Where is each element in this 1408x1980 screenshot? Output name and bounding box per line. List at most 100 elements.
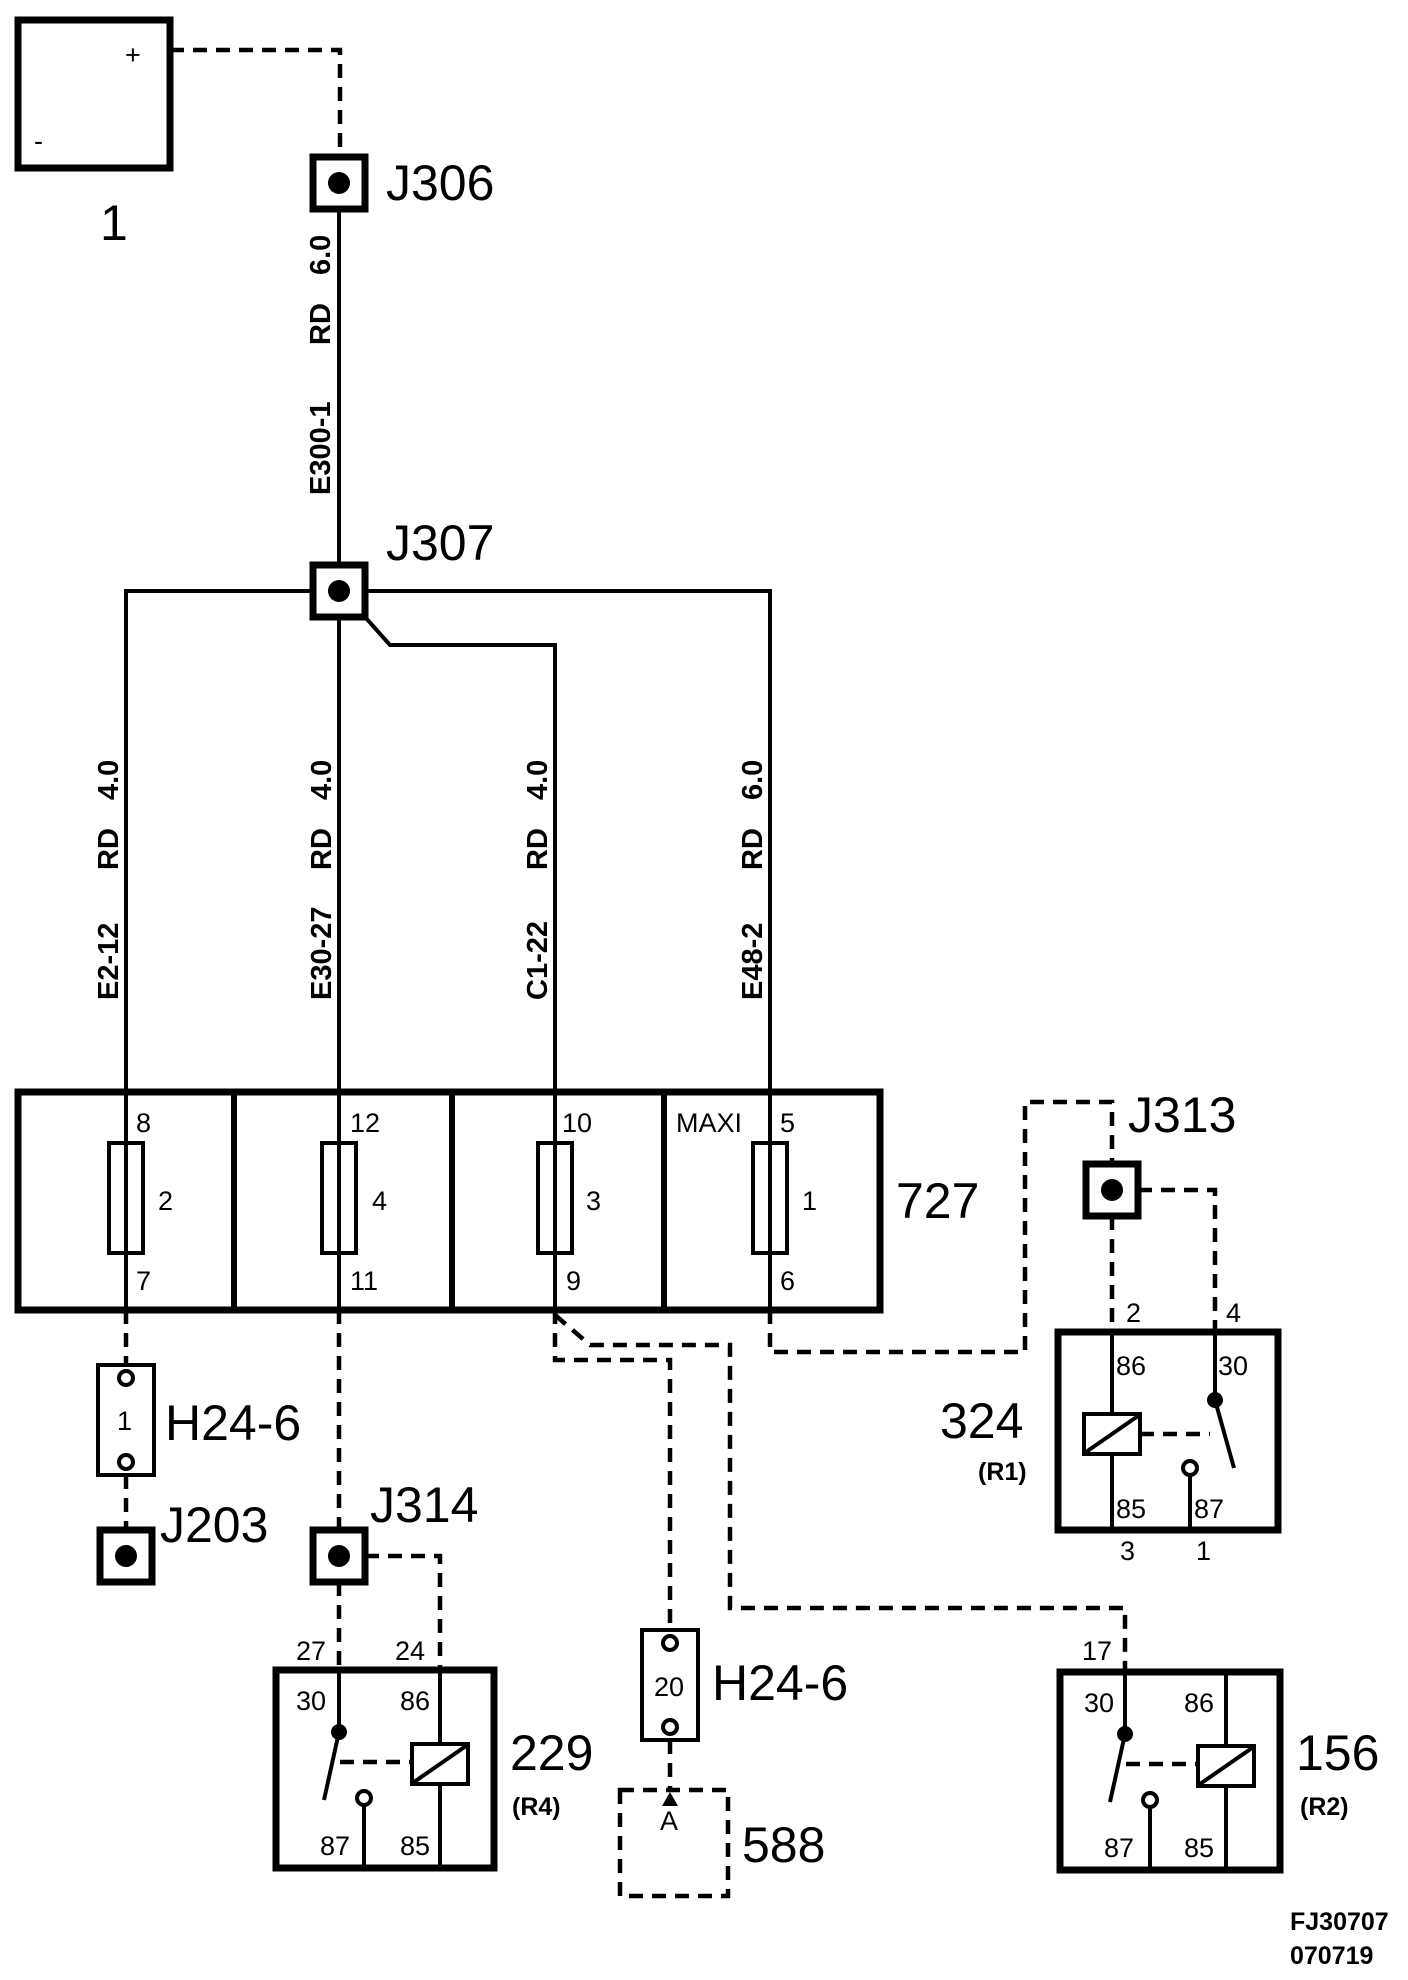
- relay-156-label: 156: [1296, 1725, 1379, 1781]
- relay-156: 17 30 86 87 85 156 (R2): [1056, 1636, 1379, 1874]
- svg-text:3: 3: [586, 1186, 601, 1216]
- connector-h24-6-mid: 20 H24-6: [640, 1628, 848, 1742]
- fuse-box-label: 727: [896, 1173, 979, 1229]
- wire-j314-229-86: [365, 1553, 443, 1670]
- battery-minus: -: [34, 126, 43, 156]
- wire-fuse1-j313: [767, 1099, 1115, 1355]
- relay-156-sub: (R2): [1300, 1793, 1349, 1821]
- junction-j203: J203: [96, 1497, 268, 1586]
- connector-h24-mid-label: H24-6: [712, 1655, 848, 1711]
- svg-text:86: 86: [400, 1686, 430, 1716]
- svg-text:1: 1: [1196, 1536, 1211, 1566]
- relay-324-sub: (R1): [978, 1458, 1027, 1486]
- svg-text:30: 30: [1084, 1688, 1114, 1718]
- svg-text:E2-12: E2-12: [93, 923, 125, 1000]
- wire-c1-22-label: C1-22 RD 4.0: [522, 760, 554, 1000]
- svg-text:11: 11: [350, 1266, 378, 1296]
- svg-text:E30-27: E30-27: [306, 906, 338, 1000]
- relay-324: 2 4 86 30 85 87 3 1 324 (R1): [940, 1298, 1282, 1566]
- junction-j313: J313: [1082, 1087, 1236, 1220]
- reference-code: FJ30707: [1290, 1908, 1389, 1936]
- junction-j313-label: J313: [1128, 1087, 1236, 1143]
- svg-text:87: 87: [1194, 1494, 1224, 1524]
- wire-fuse3-156: [553, 1313, 1128, 1670]
- svg-text:1: 1: [117, 1406, 132, 1436]
- svg-text:85: 85: [1116, 1494, 1146, 1524]
- svg-text:4: 4: [1226, 1298, 1241, 1328]
- wire-c1-22: [363, 615, 557, 1090]
- svg-text:12: 12: [350, 1108, 380, 1138]
- svg-text:3: 3: [1120, 1536, 1135, 1566]
- junction-j307-label: J307: [386, 515, 494, 571]
- svg-text:6.0: 6.0: [737, 760, 769, 800]
- wire-main-label: E300-1 RD 6.0: [305, 235, 337, 495]
- svg-text:6.0: 6.0: [305, 235, 337, 275]
- svg-text:4.0: 4.0: [306, 760, 338, 800]
- svg-text:20: 20: [654, 1672, 684, 1702]
- wire-battery-j306: [170, 47, 343, 158]
- svg-text:RD: RD: [93, 828, 125, 870]
- svg-text:RD: RD: [306, 828, 338, 870]
- svg-text:30: 30: [1218, 1351, 1248, 1381]
- wire-e2-12: [124, 589, 313, 1090]
- svg-text:E300-1: E300-1: [305, 401, 337, 495]
- svg-text:86: 86: [1184, 1688, 1214, 1718]
- fuse-4: 12 11 4: [320, 1092, 387, 1310]
- battery-label: 1: [100, 195, 128, 251]
- component-588: A 588: [617, 1787, 825, 1899]
- wire-e2-12-label: E2-12 RD 4.0: [93, 760, 125, 1000]
- relay-324-label: 324: [940, 1393, 1023, 1449]
- junction-j306-label: J306: [386, 155, 494, 211]
- svg-text:A: A: [660, 1806, 678, 1836]
- svg-text:4.0: 4.0: [93, 760, 125, 800]
- junction-j203-label: J203: [160, 1497, 268, 1553]
- svg-text:7: 7: [136, 1266, 151, 1296]
- wire-e48-2: [365, 589, 772, 1090]
- svg-text:4.0: 4.0: [522, 760, 554, 800]
- maxi-label: MAXI: [676, 1108, 742, 1138]
- svg-text:2: 2: [1126, 1298, 1141, 1328]
- svg-text:85: 85: [1184, 1833, 1214, 1863]
- wire-e30-27-label: E30-27 RD 4.0: [306, 760, 338, 1000]
- svg-text:8: 8: [136, 1108, 151, 1138]
- svg-text:85: 85: [400, 1831, 430, 1861]
- wire-fuse3-h24: [552, 1310, 673, 1630]
- junction-j306: J306: [309, 153, 494, 213]
- svg-text:RD: RD: [305, 303, 337, 345]
- svg-text:87: 87: [320, 1831, 350, 1861]
- svg-text:1: 1: [802, 1186, 817, 1216]
- wire-e48-2-label: E48-2 RD 6.0: [737, 760, 769, 1000]
- fuse-1: 5 6 1: [751, 1092, 817, 1310]
- svg-text:4: 4: [372, 1186, 387, 1216]
- svg-text:87: 87: [1104, 1833, 1134, 1863]
- relay-229-sub: (R4): [512, 1793, 561, 1821]
- fuse-3: 10 9 3: [536, 1092, 601, 1310]
- svg-text:86: 86: [1116, 1351, 1146, 1381]
- svg-text:27: 27: [296, 1636, 326, 1666]
- svg-text:RD: RD: [522, 828, 554, 870]
- svg-text:6: 6: [780, 1266, 795, 1296]
- svg-text:30: 30: [296, 1686, 326, 1716]
- connector-h24-6-left: 1 H24-6: [96, 1363, 301, 1477]
- svg-text:RD: RD: [737, 828, 769, 870]
- component-588-label: 588: [742, 1817, 825, 1873]
- svg-text:24: 24: [395, 1636, 425, 1666]
- svg-text:9: 9: [566, 1266, 581, 1296]
- battery: + - 1: [14, 16, 174, 251]
- svg-text:C1-22: C1-22: [522, 921, 554, 1000]
- relay-229: 27 24 30 86 87 85 229 (R4): [272, 1636, 593, 1872]
- svg-text:10: 10: [562, 1108, 592, 1138]
- junction-j314: J314: [309, 1477, 478, 1586]
- fuse-2: 8 7 2: [107, 1092, 173, 1310]
- battery-plus: +: [125, 40, 141, 70]
- svg-text:5: 5: [780, 1108, 795, 1138]
- connector-h24-left-label: H24-6: [165, 1395, 301, 1451]
- reference-date: 070719: [1290, 1942, 1373, 1970]
- fuse-box-727: 727 MAXI 8 7 2 12 11 4 10 9 3: [14, 1088, 979, 1314]
- svg-text:E48-2: E48-2: [737, 923, 769, 1000]
- svg-text:17: 17: [1082, 1636, 1112, 1666]
- junction-j314-label: J314: [370, 1477, 478, 1533]
- wire-j313-324-30: [1138, 1187, 1218, 1330]
- svg-text:2: 2: [158, 1186, 173, 1216]
